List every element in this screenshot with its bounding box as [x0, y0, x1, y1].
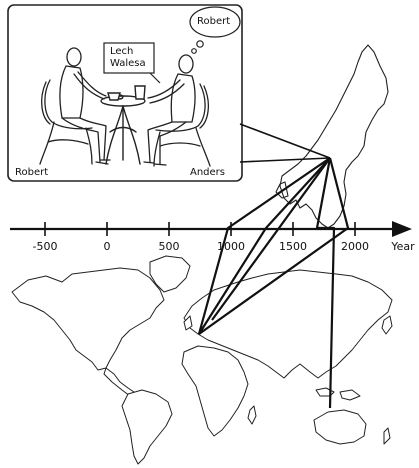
lineage-lines	[197, 157, 350, 409]
person-right-label: Anders	[190, 167, 225, 178]
tick-label: 1000	[217, 240, 245, 253]
cafe-table	[100, 85, 146, 165]
scene-connectors	[239, 123, 331, 163]
timeline-axis-label: Year	[391, 240, 415, 253]
person-anders	[143, 54, 196, 166]
scandinavia-map	[275, 44, 389, 229]
world-map	[11, 255, 393, 465]
tick-label: 0	[103, 240, 111, 253]
person-left-label: Robert	[15, 167, 49, 178]
speech-box-line2: Walesa	[110, 58, 146, 69]
thought-bubble-text: Robert	[197, 16, 231, 27]
scene-panel	[7, 4, 243, 182]
speech-box	[103, 42, 161, 84]
chair-left	[39, 79, 93, 165]
speech-box-line1: Lech	[110, 46, 134, 57]
timeline-ticks	[44, 222, 356, 236]
timeline-axis	[10, 221, 412, 237]
tick-label: 2000	[341, 240, 369, 253]
tick-label: -500	[32, 240, 58, 253]
tick-label: 1500	[279, 240, 307, 253]
chair-right	[153, 83, 211, 167]
thought-bubble	[189, 6, 241, 54]
tick-label: 500	[158, 240, 180, 253]
